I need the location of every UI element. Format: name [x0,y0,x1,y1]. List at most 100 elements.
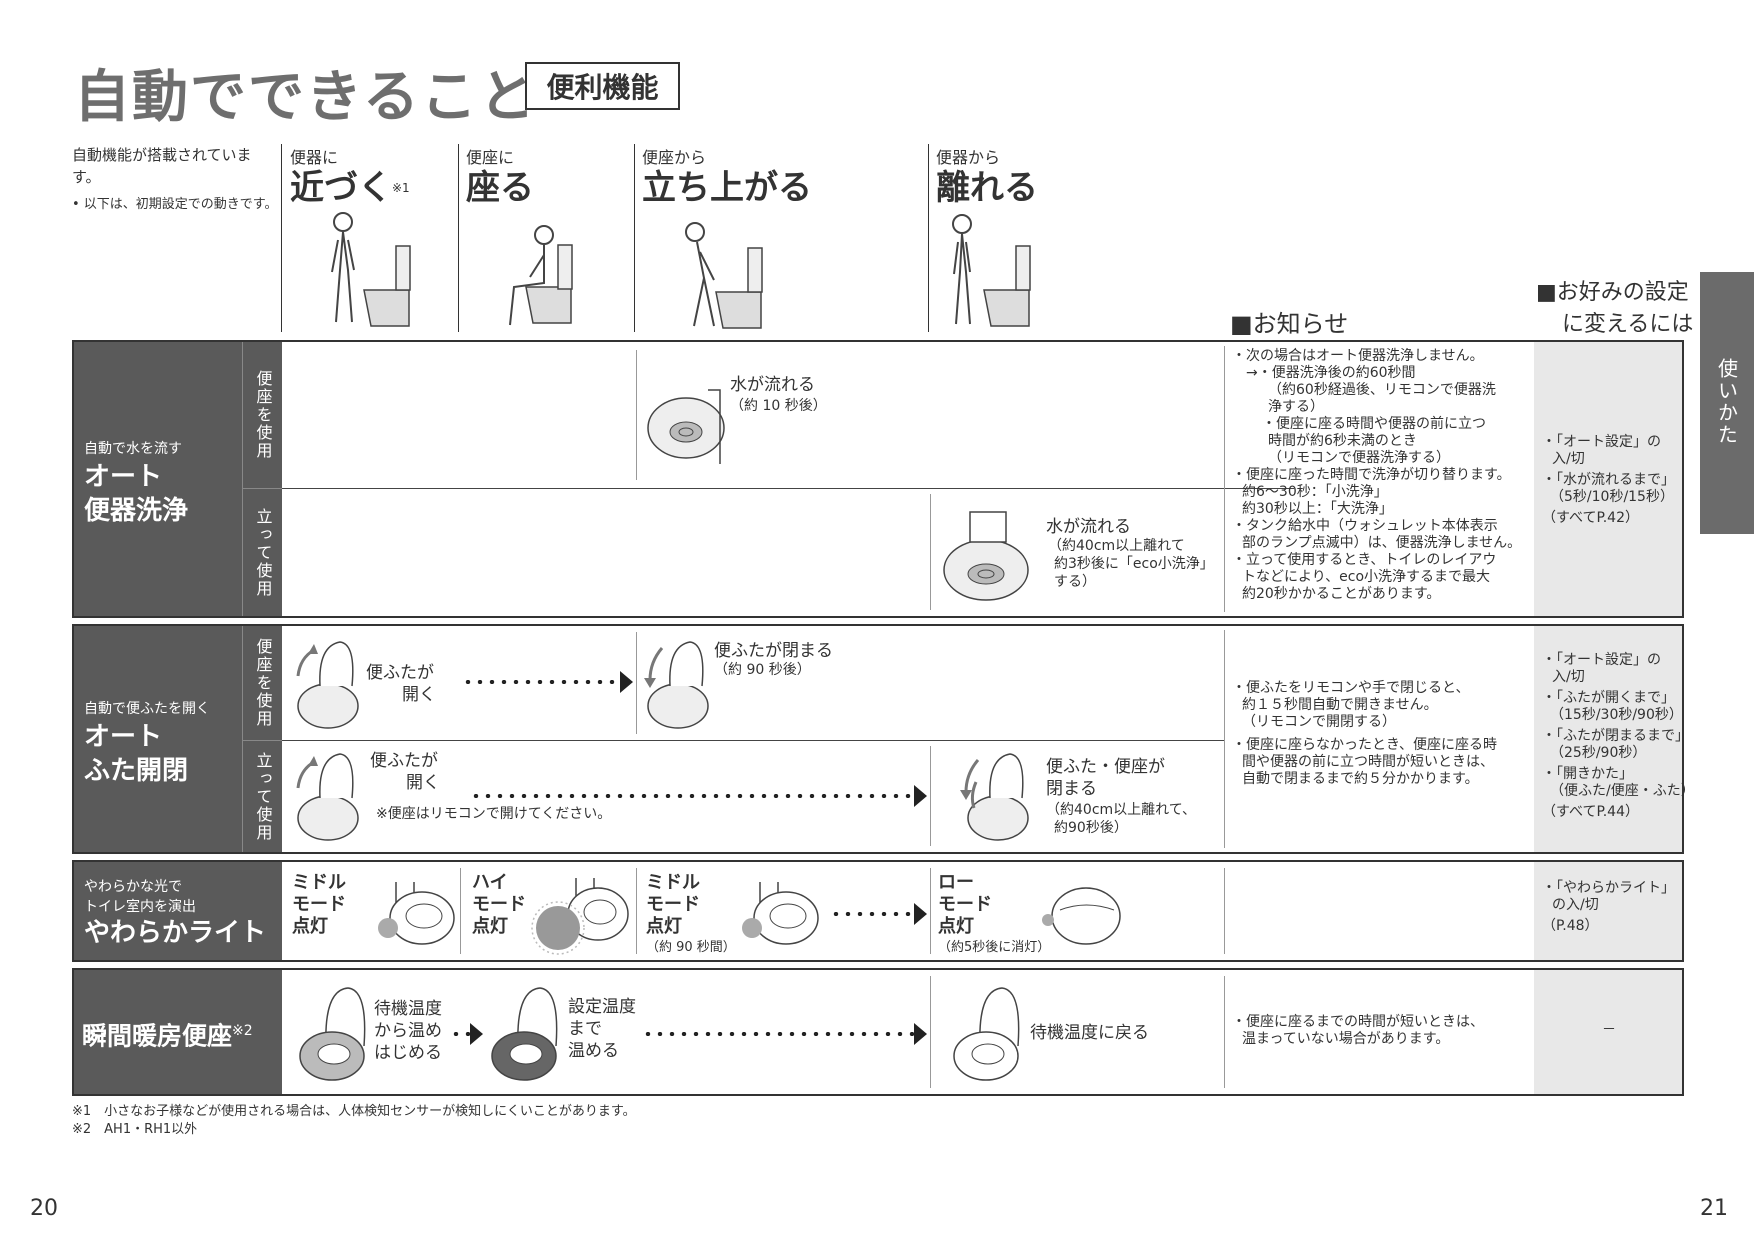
standing-flush-title: 水が流れる [1046,517,1131,537]
cell-divider [636,632,637,734]
cell-divider [636,868,637,954]
label-main: やわらかライト [84,918,267,948]
seated-lid-close-title: 便ふたが閉まる [714,641,833,661]
cell-divider [460,868,461,954]
column-sub: 便座に [466,148,515,167]
category-badge: 便利機能 [525,62,680,110]
dotted-arrow-line [462,680,620,684]
column-divider [634,144,635,332]
prefs-heading-line2: に変えるには [1562,312,1694,337]
label-main-2: ふた開閉 [84,756,189,786]
cell-divider [1224,976,1225,1088]
light-step-4-sub: （約5秒後に消灯） [938,940,1051,955]
seated-lid-close-sub: （約 90 秒後） [714,662,811,678]
lid-prefs: ・「オート設定」の 入/切 ・「ふたが開くまで」 （15秒/30秒/90秒） ・… [1542,652,1695,820]
mode-seated: 便座を使用 [242,342,282,488]
toilet-light-high-icon [531,878,629,955]
seated-flush-sub: （約 10 秒後） [730,398,827,414]
light-step-2: ハイ モード 点灯 [472,872,526,937]
flush-notes: ・次の場合はオート便器洗浄しません。 →・便器洗浄後の約60秒間 （約60秒経過… [1232,348,1522,602]
column-sub: 便座から [642,148,707,167]
label-main: 瞬間暖房便座※2 [82,1021,253,1051]
label-sub-1: やわらかな光で [84,879,182,895]
column-sit: 便座に 座る [466,144,534,208]
section-auto-lid: 自動で便ふたを開く オート ふた開閉 便座を使用 立って使用 便ふたが 開く 便… [72,624,1695,854]
row-divider [282,488,1294,489]
arrow-head [914,785,927,807]
lid-opening-icon [296,641,359,729]
intro-note: • 以下は、初期設定での動きです。 [72,197,278,212]
mode-standing: 立って使用 [242,740,282,852]
arrow-head [914,1023,927,1045]
side-tab-usage[interactable]: 使いかた [1700,272,1754,534]
toilet-bowl-eco-flush-icon [943,511,1029,601]
label-sub-2: トイレ室内を演出 [84,899,196,915]
row-divider [282,740,1224,741]
seat-prefs: － [1602,1022,1616,1038]
column-stand-up: 便座から 立ち上がる [642,144,812,208]
cell-divider [1224,346,1225,612]
standing-flush-sub-3: する） [1054,574,1096,590]
standing-lid-open-2: 開く [406,773,440,793]
standing-lid-note: ※便座はリモコンで開けてください。 [376,806,612,822]
seat-step-1: 待機温度 から温め はじめる [374,999,442,1063]
section-soft-light: やわらかな光で トイレ室内を演出 やわらかライト ミドル モード 点灯 ハイ モ… [72,860,1684,962]
seated-flush-title: 水が流れる [730,375,815,395]
person-leaving-illustration [952,214,1031,327]
column-divider [928,144,929,332]
cell-divider [930,976,931,1088]
person-sitting-illustration [509,225,573,326]
standing-lid-close-2: 閉まる [1046,779,1097,799]
person-standing-up-illustration [685,222,763,329]
column-approach: 便器に 近づく※1 [290,144,410,208]
arrow-head [470,1023,483,1045]
cell-divider [930,868,931,954]
column-main: 近づく [290,168,392,208]
auto-flush-label: 自動で水を流す オート 便器洗浄 [74,342,242,616]
footnote-ref: ※1 [392,181,410,195]
prefs-column [1534,862,1682,960]
light-step-4: ロー モード 点灯 [938,872,992,937]
prefs-heading-line1: ■お好みの設定 [1536,280,1689,305]
label-main-2: 便器洗浄 [84,496,189,526]
column-main: 立ち上がる [642,168,812,208]
standing-flush-sub-2: 約3秒後に「eco小洗浄」 [1054,556,1214,572]
intro-text: 自動機能が搭載されています。 [72,146,252,186]
dotted-arrow-line [450,1032,470,1036]
lid-opening-icon [296,753,359,841]
standing-lid-close-sub-1: （約40cm以上離れて、 [1046,802,1197,818]
dotted-arrow-line [642,1032,914,1036]
label-main-1: オート [84,722,163,752]
standing-lid-open-1: 便ふたが [370,751,438,771]
cell-divider [930,746,931,846]
toilet-light-middle-icon [378,882,455,945]
column-sub: 便器から [936,148,1001,167]
column-divider [458,144,459,332]
flush-prefs: ・「オート設定」の 入/切 ・「水が流れるまで」 （5秒/10秒/15秒） （す… [1542,434,1675,526]
column-main: 座る [466,168,534,208]
seat-standby-icon [953,987,1020,1081]
seat-step-3: 待機温度に戻る [1030,1023,1149,1043]
label-sub: 自動で水を流す [84,441,182,457]
seat-warming-icon [299,987,366,1081]
light-step-3-sub: （約 90 秒間） [646,940,736,955]
footnote-ref: ※2 [232,1023,253,1039]
mode-standing: 立って使用 [242,488,282,616]
toilet-light-middle-icon [742,882,819,945]
column-sub: 便器に [290,148,339,167]
dotted-arrow-line [470,794,914,798]
label-main-1: オート [84,462,163,492]
page-number-right: 21 [1700,1196,1728,1221]
seat-step-2: 設定温度 まで 温める [568,997,636,1061]
lid-seat-closing-icon [960,753,1029,841]
column-main: 離れる [936,168,1038,208]
soft-light-label: やわらかな光で トイレ室内を演出 やわらかライト [74,862,282,960]
footnote-1: ※1 小さなお子様などが使用される場合は、人体検知センサーが検知しにくいことがあ… [72,1104,636,1119]
standing-flush-sub-1: （約40cm以上離れて [1048,538,1185,554]
standing-lid-close-1: 便ふた・便座が [1046,757,1165,777]
page-number-left: 20 [30,1196,58,1221]
seat-heated-icon [491,987,558,1081]
prefs-column [1534,970,1682,1094]
seat-notes: ・便座に座るまでの時間が短いときは、 温まっていない場合があります。 [1232,1014,1484,1047]
mode-seated: 便座を使用 [242,626,282,740]
